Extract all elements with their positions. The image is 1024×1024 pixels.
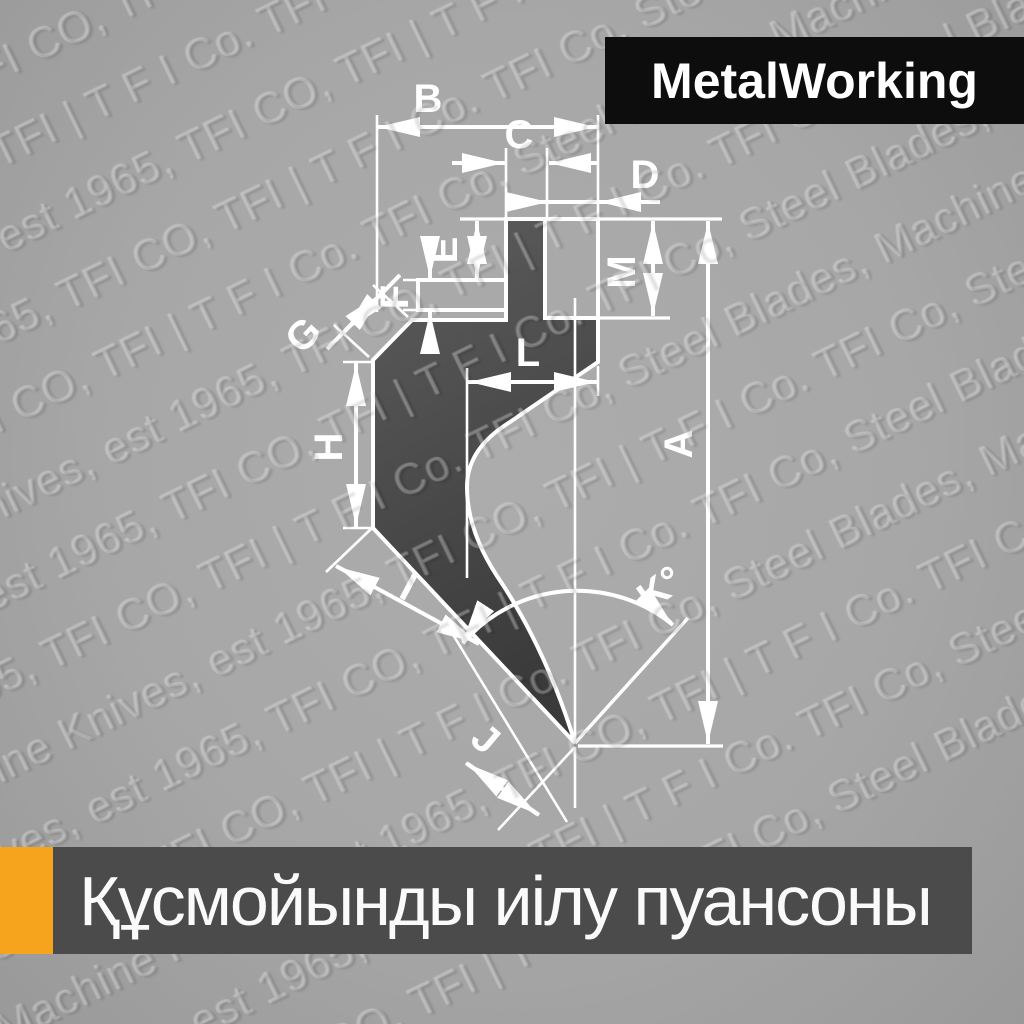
title-banner: Құсмойынды иілу пуансоны [53, 847, 972, 954]
dim-label-H: H [307, 433, 351, 462]
dim-label-E: E [422, 237, 466, 264]
dim-label-D: D [631, 153, 660, 197]
dim-label-J: J [463, 715, 508, 763]
dim-label-M: M [600, 255, 644, 288]
accent-square [0, 847, 53, 954]
dim-label-G: G [277, 309, 330, 362]
clamp-shoulder-outline [543, 217, 600, 320]
dimension-arrows [337, 117, 718, 816]
dim-label-L: L [516, 331, 540, 375]
brand-name: MetalWorking [651, 52, 978, 109]
page-title: Құсмойынды иілу пуансоны [79, 861, 933, 940]
dim-label-F: F [373, 285, 417, 309]
dim-label-I: I [393, 565, 423, 609]
brand-banner: MetalWorking [605, 37, 1024, 124]
extension-lines [325, 115, 723, 831]
safety-key-outline [416, 278, 508, 312]
dim-label-A: A [657, 430, 701, 459]
dim-label-K: K° [629, 557, 691, 619]
dim-label-B: B [414, 77, 443, 121]
dim-label-C: C [505, 113, 534, 157]
